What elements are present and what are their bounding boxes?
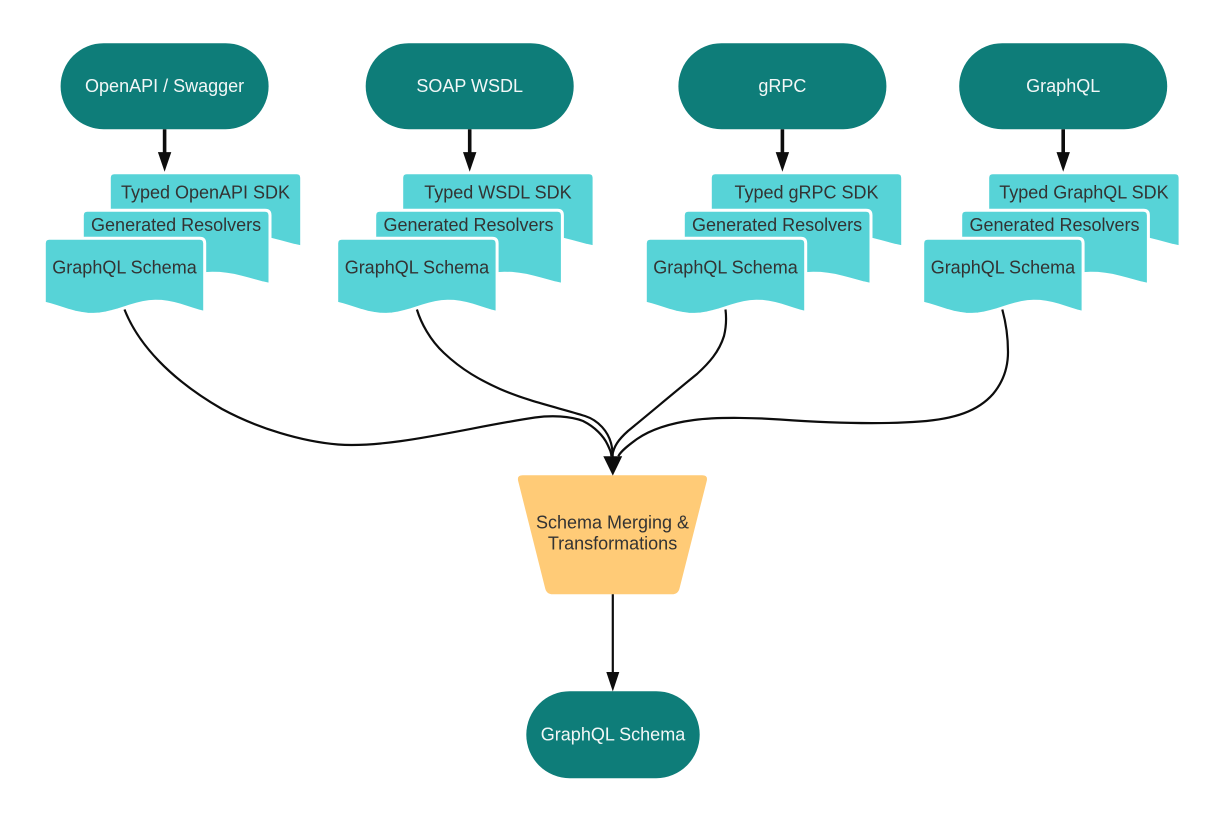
svg-text:gRPC: gRPC: [758, 76, 806, 96]
svg-text:Generated Resolvers: Generated Resolvers: [692, 215, 862, 235]
svg-text:Generated Resolvers: Generated Resolvers: [969, 215, 1139, 235]
svg-text:GraphQL Schema: GraphQL Schema: [52, 258, 197, 278]
svg-text:Schema Merging &: Schema Merging &: [536, 512, 689, 532]
svg-text:GraphQL Schema: GraphQL Schema: [345, 258, 490, 278]
svg-text:Typed OpenAPI SDK: Typed OpenAPI SDK: [121, 183, 290, 203]
svg-text:Generated Resolvers: Generated Resolvers: [383, 215, 553, 235]
svg-text:GraphQL Schema: GraphQL Schema: [541, 725, 686, 745]
svg-text:Typed gRPC SDK: Typed gRPC SDK: [734, 183, 878, 203]
svg-text:Typed GraphQL SDK: Typed GraphQL SDK: [999, 183, 1168, 203]
svg-text:OpenAPI / Swagger: OpenAPI / Swagger: [85, 76, 244, 96]
svg-text:GraphQL Schema: GraphQL Schema: [931, 258, 1076, 278]
svg-text:GraphQL: GraphQL: [1026, 76, 1100, 96]
svg-text:Transformations: Transformations: [548, 534, 677, 554]
svg-text:Typed WSDL SDK: Typed WSDL SDK: [424, 183, 571, 203]
svg-text:Generated Resolvers: Generated Resolvers: [91, 215, 261, 235]
svg-text:GraphQL Schema: GraphQL Schema: [653, 258, 798, 278]
svg-text:SOAP WSDL: SOAP WSDL: [416, 76, 523, 96]
